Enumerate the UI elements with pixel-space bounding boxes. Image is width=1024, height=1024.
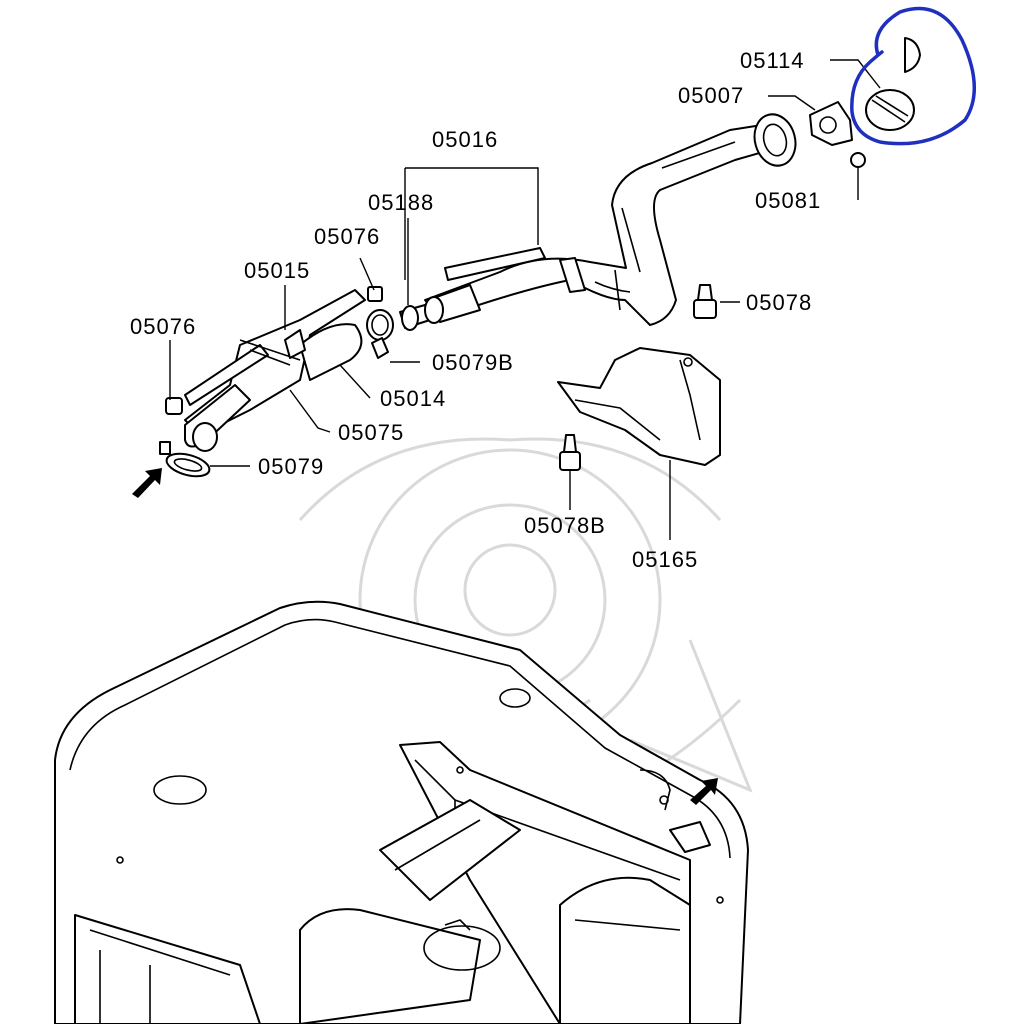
filler-cap-assembly [809, 37, 921, 168]
callout-05081: 05081 [755, 188, 821, 213]
hose-clamp-05079 [159, 441, 211, 478]
callout-05075: 05075 [338, 420, 404, 445]
mounting-hardware [557, 284, 721, 471]
fuel-tank [54, 600, 749, 1024]
callout-05079: 05079 [258, 454, 324, 479]
callout-05015: 05015 [244, 258, 310, 283]
highlight-circle [850, 6, 976, 146]
callout-05079B: 05079B [432, 350, 514, 375]
callout-labels: 05114 05007 05016 05081 05188 05076 0501… [130, 48, 821, 572]
hose-clamp-05076 [165, 397, 183, 415]
callout-05165: 05165 [632, 547, 698, 572]
callout-05188: 05188 [368, 190, 434, 215]
callout-05007: 05007 [678, 83, 744, 108]
hose-coupling [366, 284, 481, 359]
callout-05078B: 05078B [524, 513, 606, 538]
filler-neck [424, 113, 797, 326]
inlet-hose [184, 289, 366, 452]
callout-05114: 05114 [740, 48, 805, 73]
arrow-left-icon [132, 468, 162, 498]
callout-05014: 05014 [380, 386, 446, 411]
callout-05016: 05016 [432, 127, 498, 152]
arrow-right-icon [690, 778, 718, 805]
callout-05078: 05078 [746, 290, 812, 315]
callout-05076-upper: 05076 [314, 224, 380, 249]
callout-05076-lower: 05076 [130, 314, 196, 339]
leader-lines [169, 59, 881, 540]
